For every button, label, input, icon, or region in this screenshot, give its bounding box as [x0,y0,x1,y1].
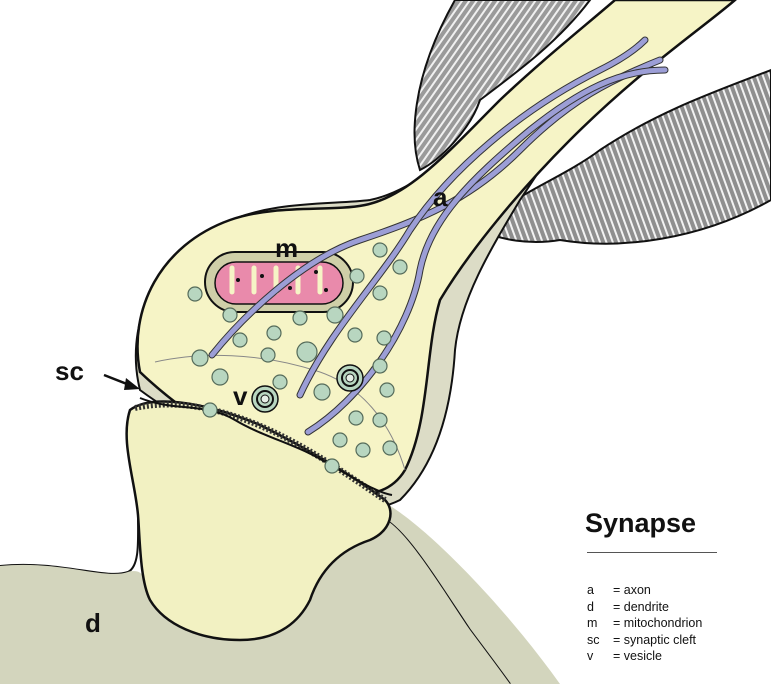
legend-abbr: v [587,649,594,663]
legend-abbr: sc [587,632,600,647]
label-dendrite: d [85,608,101,638]
legend-item: m = mitochondrion [587,615,702,632]
legend-term: = axon [613,583,651,597]
legend-abbr: d [587,599,594,614]
legend-term: = synaptic cleft [613,632,697,647]
legend-title: Synapse [585,508,697,538]
legend-item: v = vesicle [587,648,702,665]
label-mitochondrion: m [275,233,298,263]
tissue-fill [0,515,510,684]
myelin-sheath-upper [413,0,592,172]
label-synaptic-cleft: sc [55,356,84,386]
label-vesicle: v [233,381,248,411]
legend: a = axon d = dendrite m = mitochondrion sc =… [587,582,702,665]
mitochondrion [204,251,354,313]
legend-term: = vesicle [613,649,662,663]
synaptic-cleft-arrow [103,373,140,390]
legend-item: d = dendrite [587,599,702,616]
legend-abbr: m [587,616,598,630]
legend-item: sc = synaptic cleft [587,632,702,649]
dense-core-vesicles [251,364,364,413]
synaptic-cleft-line [139,397,393,496]
legend-item: a = axon [587,582,702,599]
label-axon: a [433,182,448,212]
vesicles [187,242,408,474]
legend-term: = dendrite [613,599,669,614]
legend-divider [587,552,717,553]
legend-term: = mitochondrion [613,616,703,630]
legend-abbr: a [587,583,594,597]
